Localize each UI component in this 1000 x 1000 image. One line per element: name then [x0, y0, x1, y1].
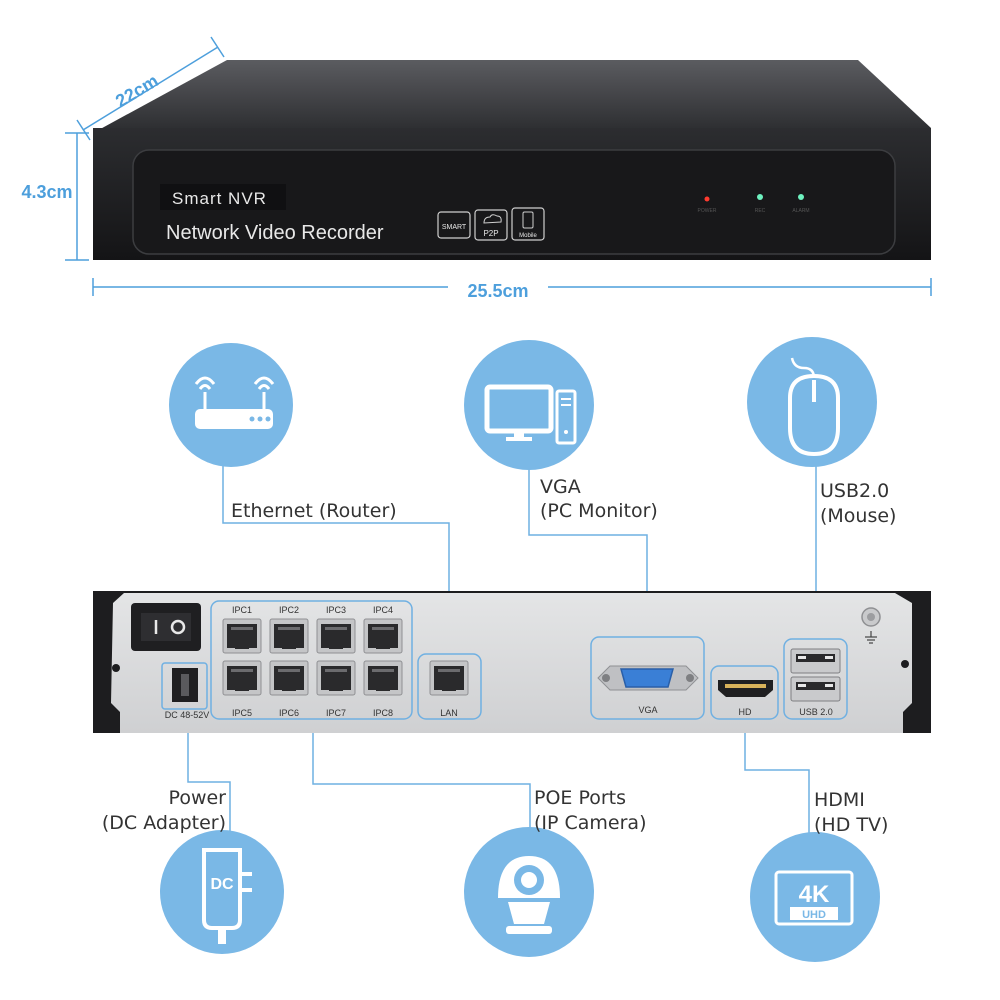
poe-callout-subtitle: (IP Camera): [534, 812, 647, 834]
lan-label: LAN: [440, 708, 458, 718]
connector-lines: [187, 455, 817, 840]
poe-port-ipc7[interactable]: [316, 660, 356, 696]
monitor-bubble: [464, 340, 594, 470]
ipc5-label: IPC5: [232, 708, 252, 718]
power-connector: [187, 720, 231, 835]
dimension-width: 25.5cm: [92, 278, 932, 301]
svg-text:REC: REC: [755, 208, 766, 214]
alarm-led: ALARM: [792, 194, 810, 214]
mobile-badge: Mobile: [511, 207, 545, 241]
4k-uhd-icon: 4K UHD: [774, 870, 854, 926]
hdmi-callout-subtitle: (HD TV): [814, 814, 888, 836]
router-bubble: [169, 343, 293, 467]
poe-callout-title: POE Ports: [534, 787, 626, 809]
svg-text:SMART: SMART: [442, 224, 467, 231]
ipc4-label: IPC4: [373, 605, 393, 615]
usb-callout-subtitle: (Mouse): [820, 505, 896, 527]
vga-label: VGA: [638, 705, 657, 715]
power-switch[interactable]: [131, 603, 201, 651]
poe-connector: [312, 720, 531, 835]
hdmi-callout-title: HDMI: [814, 789, 865, 811]
vga-port[interactable]: VGA: [590, 636, 705, 720]
width-label: 25.5cm: [467, 281, 528, 301]
usb-ports[interactable]: USB 2.0: [783, 638, 848, 720]
usb-callout-title: USB2.0: [820, 480, 889, 502]
poe-port-ipc6[interactable]: [269, 660, 309, 696]
p2p-badge: P2P: [474, 209, 508, 241]
poe-port-ipc5[interactable]: [222, 660, 262, 696]
vga-callout-title: VGA: [540, 476, 581, 498]
hd-label: HD: [739, 707, 752, 717]
lan-port[interactable]: LAN: [417, 653, 482, 720]
dc-adapter-bubble: DC: [160, 830, 284, 954]
ipc7-label: IPC7: [326, 708, 346, 718]
nvr-front-view: Smart NVR Network Video Recorder SMART P…: [93, 60, 931, 260]
poe-port-group: [210, 600, 413, 720]
svg-text:POWER: POWER: [698, 208, 717, 214]
hdmi-connector: [744, 720, 810, 840]
monitor-icon: [484, 384, 577, 445]
ipc2-label: IPC2: [279, 605, 299, 615]
ip-camera-bubble: [464, 827, 594, 957]
smart-badge: SMART: [437, 211, 471, 239]
poe-port-ipc3[interactable]: [316, 618, 356, 654]
uhd-label: UHD: [802, 909, 826, 921]
svg-text:ALARM: ALARM: [792, 208, 809, 214]
device-top-face: [93, 60, 931, 133]
vga-connector: [528, 468, 648, 637]
poe-port-ipc4[interactable]: [363, 618, 403, 654]
brand-label: Smart NVR: [172, 189, 267, 208]
ground-icon: [865, 631, 877, 644]
power-led: POWER: [698, 196, 717, 214]
model-label: Network Video Recorder: [166, 222, 384, 244]
ethernet-connector: [222, 455, 450, 655]
router-icon: [194, 376, 275, 429]
rec-led: REC: [755, 194, 766, 214]
mouse-bubble: [747, 337, 877, 467]
dc-power-jack[interactable]: DC 48-52V: [161, 662, 210, 720]
ethernet-callout: Ethernet (Router): [231, 500, 397, 522]
hdmi-port[interactable]: HD: [710, 665, 779, 720]
svg-text:P2P: P2P: [483, 229, 498, 238]
front-bezel: [132, 149, 896, 255]
dc-adapter-icon: DC: [202, 848, 252, 944]
vga-callout-subtitle: (PC Monitor): [540, 500, 658, 522]
ip-camera-icon: [498, 856, 560, 934]
ipc1-label: IPC1: [232, 605, 252, 615]
power-callout-subtitle: (DC Adapter): [102, 812, 226, 834]
ipc3-label: IPC3: [326, 605, 346, 615]
dc-port-label: DC 48-52V: [165, 710, 210, 720]
ipc6-label: IPC6: [279, 708, 299, 718]
poe-port-ipc1[interactable]: [222, 618, 262, 654]
uhd-tv-bubble: 4K UHD: [750, 832, 880, 962]
mouse-icon: [788, 357, 840, 457]
poe-port-ipc2[interactable]: [269, 618, 309, 654]
dimension-height: 4.3cm: [21, 132, 89, 261]
ground-screw: [861, 607, 881, 644]
nvr-rear-view: DC 48-52V IPC1 IPC2 IPC3 IPC4 IPC5 IPC6 …: [93, 591, 931, 733]
4k-label: 4K: [799, 881, 830, 908]
power-callout-title: Power: [169, 787, 227, 809]
usb-label: USB 2.0: [799, 707, 833, 717]
height-label: 4.3cm: [21, 182, 72, 202]
poe-port-ipc8[interactable]: [363, 660, 403, 696]
dc-label: DC: [210, 876, 234, 893]
ipc8-label: IPC8: [373, 708, 393, 718]
svg-text:Mobile: Mobile: [519, 233, 537, 239]
